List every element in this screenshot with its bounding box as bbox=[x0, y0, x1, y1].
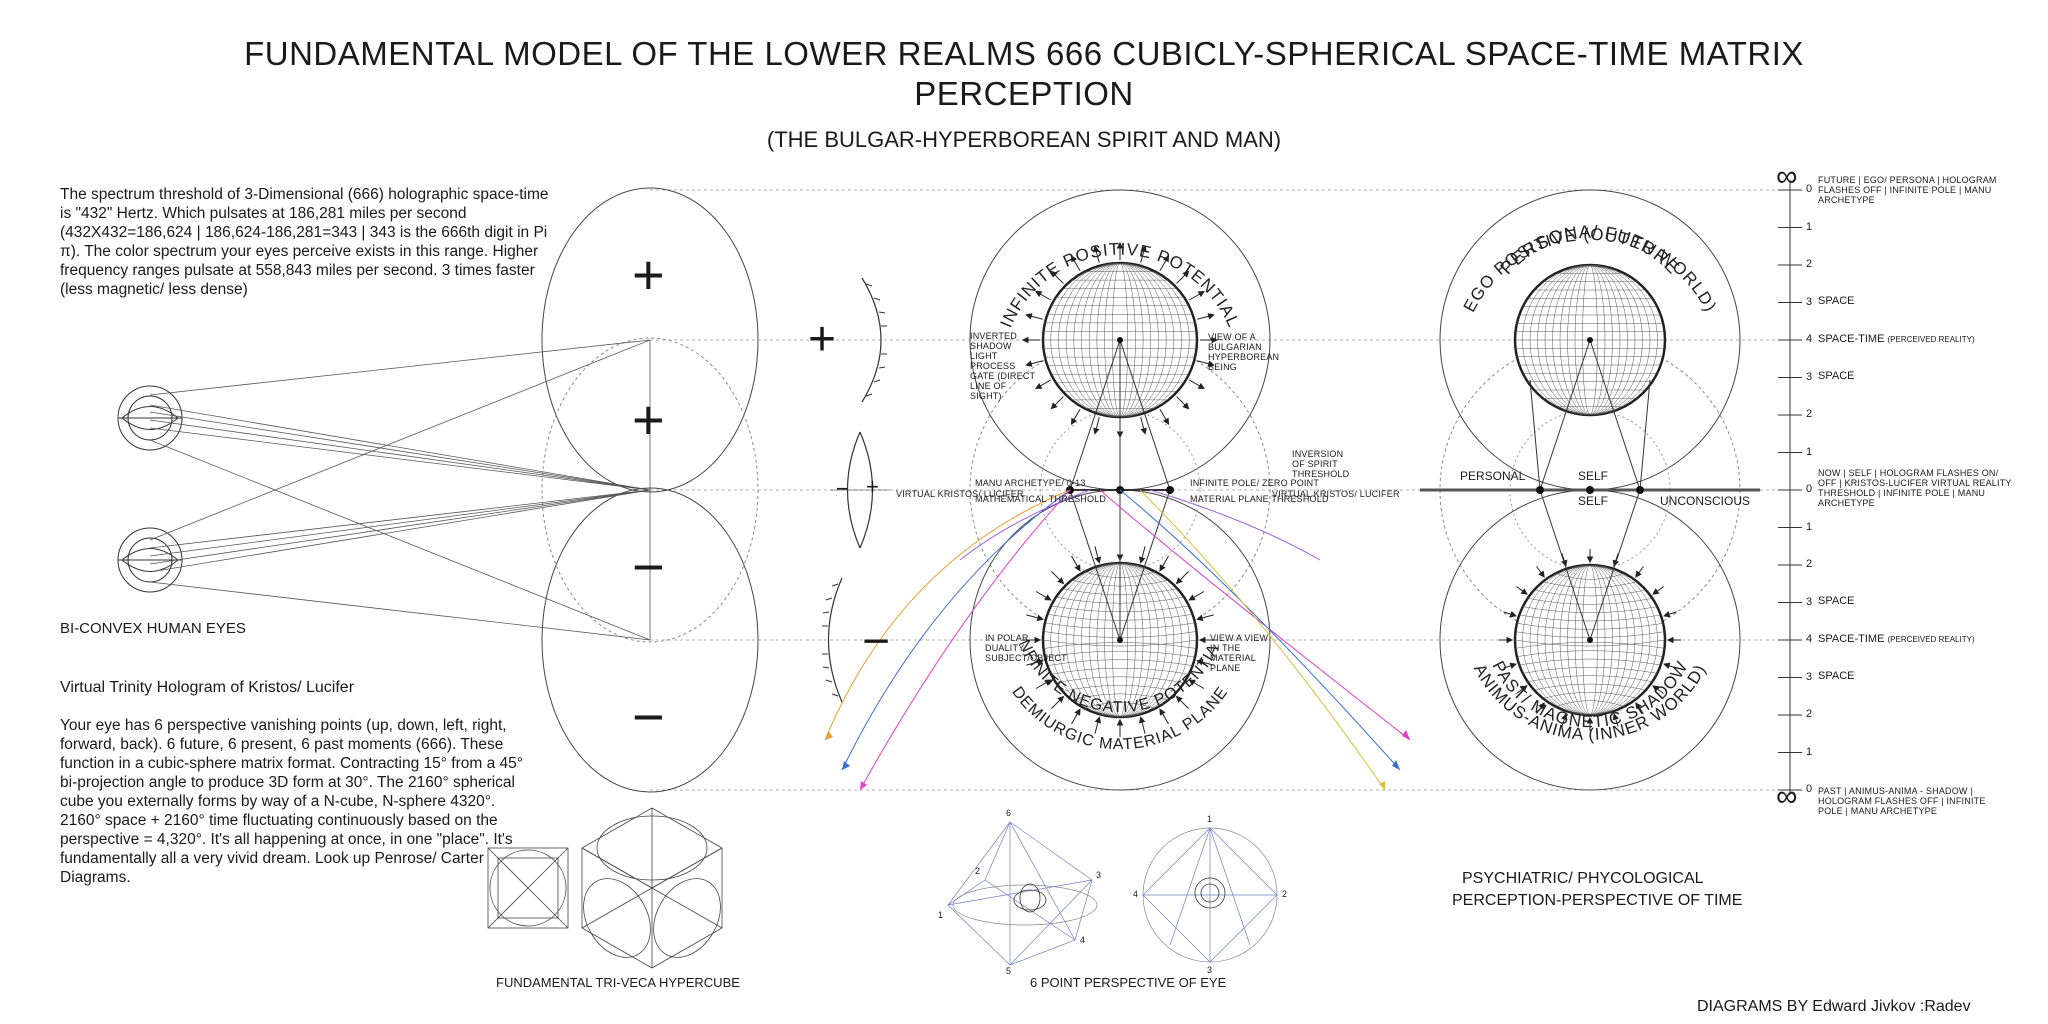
note-view: VIEW OF A BULGARIAN HYPERBOREAN BEING bbox=[1208, 332, 1280, 372]
scale-number: 4 bbox=[1806, 333, 1813, 345]
scale-number: 2 bbox=[1806, 408, 1813, 420]
note-vk-right: VIRTUAL KRISTOS/ LUCIFER bbox=[1272, 489, 1400, 499]
note-zero: INFINITE POLE/ ZERO POINT bbox=[1190, 478, 1320, 488]
perspective-hex-figure bbox=[947, 821, 1098, 966]
lens-minus-small: − bbox=[836, 476, 849, 501]
caption-psych-1: PSYCHIATRIC/ PHYCOLOGICAL bbox=[1462, 870, 1704, 887]
outward-arrows bbox=[1021, 241, 1219, 439]
minus-symbol-1: − bbox=[632, 535, 665, 598]
lens-minus-symbol: − bbox=[862, 615, 891, 668]
scale-number: 1 bbox=[1806, 445, 1813, 458]
perspective-circle-figure bbox=[1142, 827, 1278, 963]
minus-symbol-2: − bbox=[632, 685, 665, 748]
scale-number: 3 bbox=[1806, 370, 1813, 383]
note-inversion: INVERSION OF SPIRIT THRESHOLD bbox=[1292, 449, 1350, 479]
label-self-bottom: SELF bbox=[1578, 494, 1609, 508]
scale-past-label: PAST | ANIMUS-ANIMA - SHADOW | HOLOGRAM … bbox=[1818, 786, 1986, 816]
note-manu: MANU ARCHETYPE/ 0-13 bbox=[975, 478, 1086, 488]
eyes-label: BI-CONVEX HUMAN EYES bbox=[60, 620, 246, 637]
hex-num-4: 4 bbox=[1080, 935, 1086, 945]
page-title-line2: PERCEPTION bbox=[914, 75, 1134, 112]
scale-number: 3 bbox=[1806, 595, 1813, 608]
plus-symbol-1: + bbox=[632, 243, 665, 306]
infinity-top: ∞ bbox=[1776, 160, 1798, 193]
hex-num-5: 5 bbox=[1006, 966, 1012, 976]
scale-space-1: SPACE bbox=[1818, 295, 1855, 307]
hypercube-figure bbox=[487, 807, 723, 969]
lens-plus-small: + bbox=[866, 474, 879, 499]
scale-space-3: SPACE bbox=[1818, 595, 1855, 607]
circle-num-4: 4 bbox=[1133, 889, 1139, 899]
caption-psych-2: PERCEPTION-PERSPECTIVE OF TIME bbox=[1452, 892, 1743, 909]
caption-hypercube: FUNDAMENTAL TRI-VECA HYPERCUBE bbox=[496, 975, 740, 990]
trinity-heading: Virtual Trinity Hologram of Kristos/ Luc… bbox=[60, 679, 355, 696]
center-cone-lines bbox=[1069, 339, 1171, 641]
lens-plus-symbol: + bbox=[808, 313, 837, 366]
circle-num-2: 2 bbox=[1282, 889, 1288, 899]
scale-number: 2 bbox=[1806, 258, 1813, 270]
scale-now-label: NOW | SELF | HOLOGRAM FLASHES ON/ OFF | … bbox=[1818, 468, 2012, 508]
caption-credit: DIAGRAMS BY Edward Jivkov :Radev bbox=[1697, 998, 1971, 1015]
right-nodes bbox=[1536, 337, 1644, 643]
hex-num-1: 1 bbox=[938, 910, 944, 920]
ray-arrowheads bbox=[825, 730, 1410, 790]
circle-num-3: 3 bbox=[1207, 965, 1213, 975]
sight-lines bbox=[149, 339, 651, 641]
perspective-hex-core bbox=[1013, 883, 1047, 913]
scale-number: 0 bbox=[1806, 483, 1813, 495]
scale-space-4: SPACE bbox=[1818, 670, 1855, 682]
spectrum-paragraph: The spectrum threshold of 3-Dimensional … bbox=[60, 186, 549, 298]
scale-number: 2 bbox=[1806, 708, 1813, 720]
scale-spacetime-1: SPACE-TIME (PERCEIVED REALITY) bbox=[1818, 333, 1975, 345]
scale-number: 0 bbox=[1806, 783, 1813, 795]
infinity-bottom: ∞ bbox=[1776, 780, 1798, 813]
scale-number: 3 bbox=[1806, 670, 1813, 683]
scale-number: 4 bbox=[1806, 633, 1813, 645]
label-self-top: SELF bbox=[1578, 469, 1609, 483]
scale-number: 2 bbox=[1806, 558, 1813, 570]
note-math: MATHEMATICAL THRESHOLD bbox=[975, 494, 1107, 504]
inward-arrows bbox=[1023, 543, 1217, 737]
scale-number: 3 bbox=[1806, 295, 1813, 308]
scale-number: 1 bbox=[1806, 220, 1813, 233]
vanishing-paragraph: Your eye has 6 perspective vanishing poi… bbox=[60, 717, 523, 886]
note-polar: IN POLAR DUALITY SUBJECT/OBJECT bbox=[985, 633, 1067, 663]
scale-number: 0 bbox=[1806, 183, 1813, 195]
scale-space-2: SPACE bbox=[1818, 370, 1855, 382]
lens-ticks bbox=[822, 283, 887, 697]
hex-num-3: 3 bbox=[1096, 870, 1102, 880]
circle-num-1: 1 bbox=[1207, 814, 1213, 824]
page-title: FUNDAMENTAL MODEL OF THE LOWER REALMS 66… bbox=[244, 35, 1804, 72]
hex-num-6: 6 bbox=[1006, 808, 1012, 818]
label-unconscious: UNCONSCIOUS bbox=[1660, 494, 1751, 508]
perspective-circle-core bbox=[1194, 877, 1226, 909]
page-subtitle: (THE BULGAR-HYPERBOREAN SPIRIT AND MAN) bbox=[766, 127, 1282, 152]
lens-column bbox=[827, 277, 890, 703]
scale-spacetime-2: SPACE-TIME (PERCEIVED REALITY) bbox=[1818, 633, 1975, 645]
scale-number: 1 bbox=[1806, 745, 1813, 758]
color-rays bbox=[824, 489, 1411, 791]
hex-num-2: 2 bbox=[975, 866, 981, 876]
right-inward-arrows bbox=[1499, 549, 1681, 731]
time-scale bbox=[1778, 180, 1802, 795]
note-material: MATERIAL PLANE THRESHOLD bbox=[1190, 494, 1329, 504]
note-view-material: VIEW A VIEW IN THE MATERIAL PLANE bbox=[1210, 633, 1269, 673]
note-inverted: INVERTED SHADOW LIGHT PROCESS GATE (DIRE… bbox=[970, 331, 1036, 401]
note-vk-left: VIRTUAL KRISTOS/ LUCIFER bbox=[896, 489, 1024, 499]
caption-eye-perspective: 6 POINT PERSPECTIVE OF EYE bbox=[1030, 975, 1227, 990]
plus-symbol-2: + bbox=[632, 388, 665, 451]
label-personal: PERSONAL bbox=[1460, 469, 1526, 483]
scale-number: 1 bbox=[1806, 520, 1813, 533]
scale-future-label: FUTURE | EGO/ PERSONA | HOLOGRAM FLASHES… bbox=[1818, 175, 1997, 205]
